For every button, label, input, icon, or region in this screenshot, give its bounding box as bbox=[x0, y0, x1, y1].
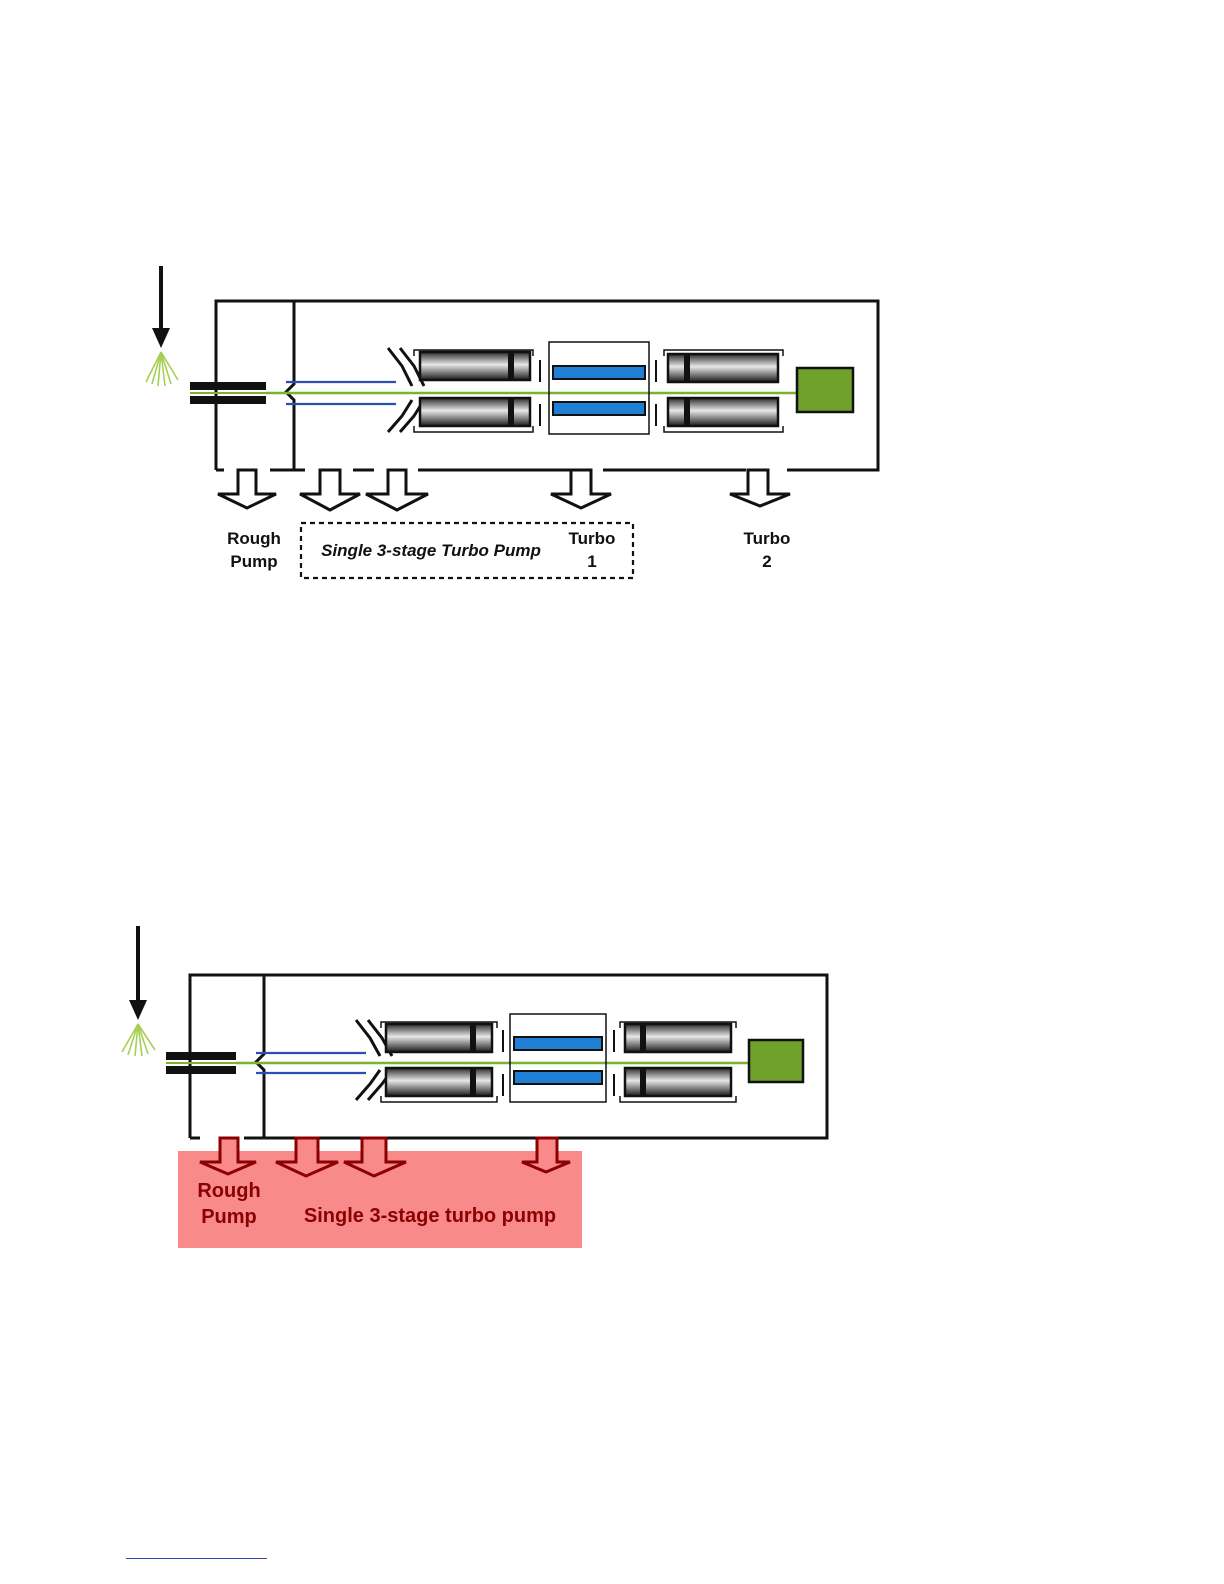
quadrupole-q1 bbox=[510, 1014, 614, 1102]
footnote-separator bbox=[126, 1558, 267, 1559]
turbo-1-arrow bbox=[551, 470, 611, 508]
turbo-group-label: Single 3-stage Turbo Pump bbox=[321, 541, 541, 560]
turbo-1-label-line1: Turbo bbox=[569, 529, 616, 548]
ion-funnel bbox=[388, 348, 424, 432]
vacuum-housing bbox=[216, 301, 878, 470]
quadrupole-q2 bbox=[664, 350, 783, 432]
detector bbox=[797, 368, 853, 412]
quadrupole-q1 bbox=[549, 342, 656, 434]
turbo-2-arrow bbox=[730, 470, 790, 506]
detector bbox=[749, 1040, 803, 1082]
vacuum-housing bbox=[190, 975, 827, 1138]
pump-arrows bbox=[218, 470, 790, 510]
rough-pump-label-line1: Rough bbox=[227, 529, 281, 548]
turbo-stage-arrow-1 bbox=[300, 470, 360, 510]
spray-plume bbox=[146, 352, 178, 386]
inlet-arrow bbox=[152, 266, 170, 348]
spray-plume bbox=[122, 1024, 155, 1056]
ms-diagram-top: Rough Pump Single 3-stage Turbo Pump Tur… bbox=[146, 266, 878, 578]
ms-diagram-bottom: Rough Pump Single 3-stage turbo pump bbox=[122, 926, 827, 1248]
capillary-inlet bbox=[190, 382, 266, 404]
quadrupole-q0 bbox=[414, 350, 540, 432]
inlet-arrow bbox=[129, 926, 147, 1020]
turbo-group-label: Single 3-stage turbo pump bbox=[304, 1205, 556, 1227]
rough-pump-label-line1: Rough bbox=[197, 1180, 260, 1202]
turbo-2-label-line1: Turbo bbox=[744, 529, 791, 548]
capillary-inlet bbox=[166, 1052, 236, 1074]
rough-pump-label-line2: Pump bbox=[230, 552, 277, 571]
turbo-2-label-line2: 2 bbox=[762, 552, 771, 571]
rough-pump-arrow bbox=[218, 470, 276, 508]
turbo-stage-arrow-2 bbox=[366, 470, 428, 510]
rough-pump-label-line2: Pump bbox=[201, 1206, 257, 1228]
turbo-1-label-line2: 1 bbox=[587, 552, 596, 571]
